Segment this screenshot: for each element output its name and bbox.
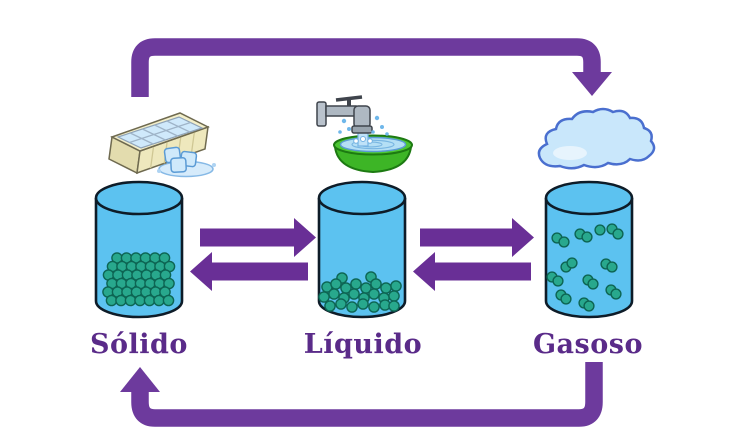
arrow-liquid-to-gas	[420, 218, 534, 257]
arrow-solid-to-liquid	[200, 218, 316, 257]
basin-water	[339, 136, 407, 153]
arrow-gas-to-solid-head	[120, 367, 160, 392]
loose-ice-cubes	[163, 146, 198, 173]
arrow-gas-to-liquid	[413, 252, 531, 291]
puddle-drop	[212, 163, 216, 167]
cloud-highlight	[553, 146, 587, 160]
arrow-liquid-to-solid	[190, 252, 308, 291]
tray-grid-lines	[129, 120, 191, 145]
solid-cylinder	[94, 180, 184, 319]
faucet-pipe-vertical	[353, 105, 371, 129]
arrow-gas-to-solid-pipe	[131, 362, 603, 427]
liquid-cylinder	[317, 180, 407, 319]
gas-label: Gasoso	[533, 329, 643, 360]
cloud-icon	[537, 107, 656, 170]
puddle-drop	[157, 169, 161, 173]
gas-cylinder-top	[544, 180, 634, 216]
gas-particles	[546, 223, 624, 312]
water-droplets	[338, 115, 389, 136]
faucet-handle-post	[347, 97, 351, 107]
faucet-basin-icon	[316, 95, 413, 174]
faucet-spout-collar	[351, 125, 373, 134]
ice-cube-tray-icon	[108, 112, 216, 178]
faucet-wall-plate	[316, 101, 327, 127]
liquid-label: Líquido	[304, 329, 422, 360]
cloud-shape	[537, 107, 656, 170]
liquid-particles	[318, 271, 402, 313]
splash-bubbles	[353, 136, 373, 144]
solid-particles	[102, 252, 176, 307]
gas-cylinder	[544, 180, 634, 319]
faucet-pipe-horizontal	[325, 105, 357, 117]
arrow-gas-to-solid-bottom	[120, 362, 603, 427]
solid-label: Sólido	[90, 329, 188, 360]
liquid-cylinder-top	[317, 180, 407, 216]
arrow-solid-to-gas-pipe	[131, 38, 601, 97]
water-ripple	[351, 139, 395, 150]
solid-cylinder-top	[94, 180, 184, 216]
arrow-solid-to-gas-top	[131, 38, 612, 97]
arrow-solid-to-gas-head	[572, 72, 612, 96]
